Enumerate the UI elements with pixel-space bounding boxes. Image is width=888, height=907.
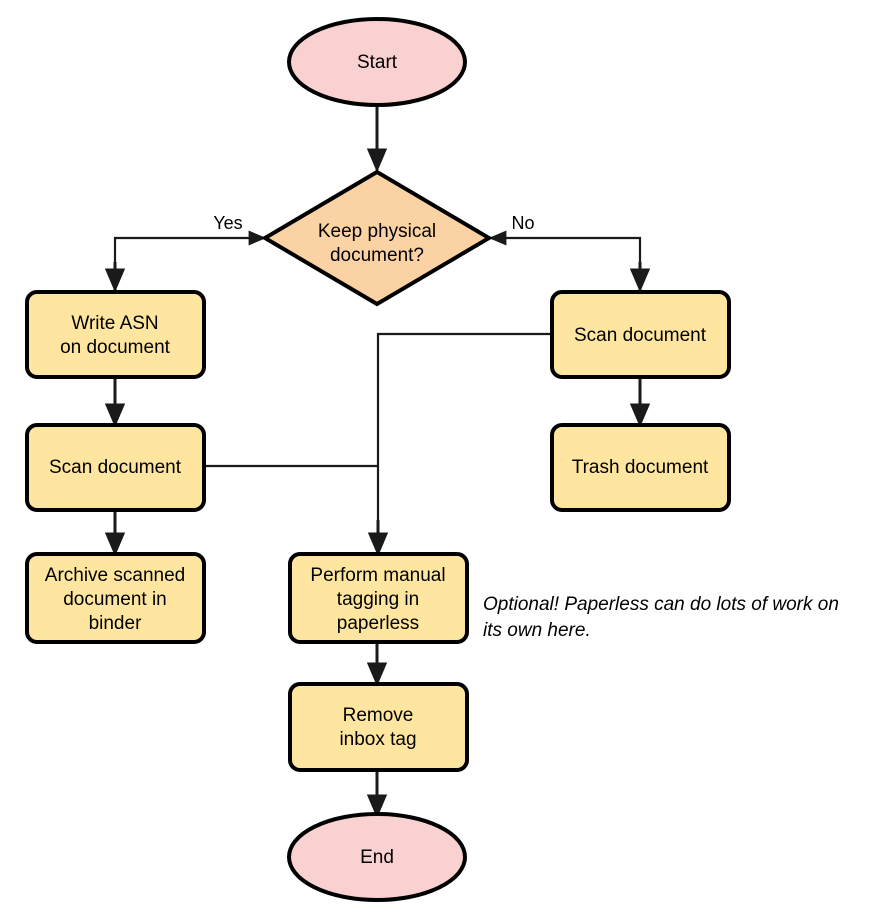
edge-no-branch-line bbox=[488, 230, 642, 288]
decision-label-line2: document? bbox=[330, 245, 424, 266]
annotation-line1: Optional! Paperless can do lots of work … bbox=[483, 594, 839, 615]
node-decision-keep-physical-document[interactable]: Keep physical document? bbox=[261, 169, 493, 307]
end-label: End bbox=[360, 847, 394, 868]
tagging-box bbox=[288, 552, 469, 644]
node-scan-document-right[interactable]: Scan document bbox=[550, 290, 731, 379]
write-asn-label-line1: Write ASN bbox=[71, 313, 158, 334]
node-start[interactable]: Start bbox=[287, 17, 467, 107]
start-label: Start bbox=[357, 52, 398, 73]
node-trash-document[interactable]: Trash document bbox=[550, 423, 731, 512]
edge-label-yes: Yes bbox=[213, 213, 242, 233]
trash-document-label: Trash document bbox=[572, 457, 709, 478]
start-ellipse bbox=[287, 17, 467, 107]
scan-document-left-label: Scan document bbox=[49, 457, 182, 478]
write-asn-box bbox=[25, 290, 206, 379]
scan-document-right-label: Scan document bbox=[574, 325, 707, 346]
decision-diamond bbox=[261, 169, 493, 307]
decision-label-line1: Keep physical bbox=[318, 221, 436, 242]
remove-inbox-label-line2: inbox tag bbox=[339, 729, 416, 750]
tagging-label-line3: paperless bbox=[337, 613, 419, 634]
node-end[interactable]: End bbox=[287, 812, 467, 902]
remove-inbox-box bbox=[288, 682, 469, 772]
node-remove-inbox-tag[interactable]: Remove inbox tag bbox=[288, 682, 469, 772]
archive-label-line2: document in bbox=[63, 589, 167, 610]
archive-label-line3: binder bbox=[89, 613, 142, 634]
scan-document-right-box bbox=[550, 290, 731, 379]
node-scan-document-left[interactable]: Scan document bbox=[25, 423, 206, 512]
node-write-asn-on-document[interactable]: Write ASN on document bbox=[25, 290, 206, 379]
node-perform-manual-tagging[interactable]: Perform manual tagging in paperless bbox=[288, 552, 469, 644]
end-ellipse bbox=[287, 812, 467, 902]
tagging-label-line1: Perform manual bbox=[310, 565, 445, 586]
node-archive-scanned-document[interactable]: Archive scanned document in binder bbox=[25, 552, 206, 644]
tagging-label-line2: tagging in bbox=[337, 589, 419, 610]
archive-box bbox=[25, 552, 206, 644]
edge-yes-branch-line bbox=[113, 230, 267, 288]
edge-label-no: No bbox=[511, 213, 534, 233]
archive-label-line1: Archive scanned bbox=[45, 565, 185, 586]
scan-document-left-box bbox=[25, 423, 206, 512]
annotation-optional-note: Optional! Paperless can do lots of work … bbox=[483, 594, 839, 641]
annotation-line2: its own here. bbox=[483, 620, 591, 641]
trash-document-box bbox=[550, 423, 731, 512]
remove-inbox-label-line1: Remove bbox=[343, 705, 414, 726]
write-asn-label-line2: on document bbox=[60, 337, 171, 358]
edge-scan-right-to-tagging-path bbox=[376, 332, 552, 552]
